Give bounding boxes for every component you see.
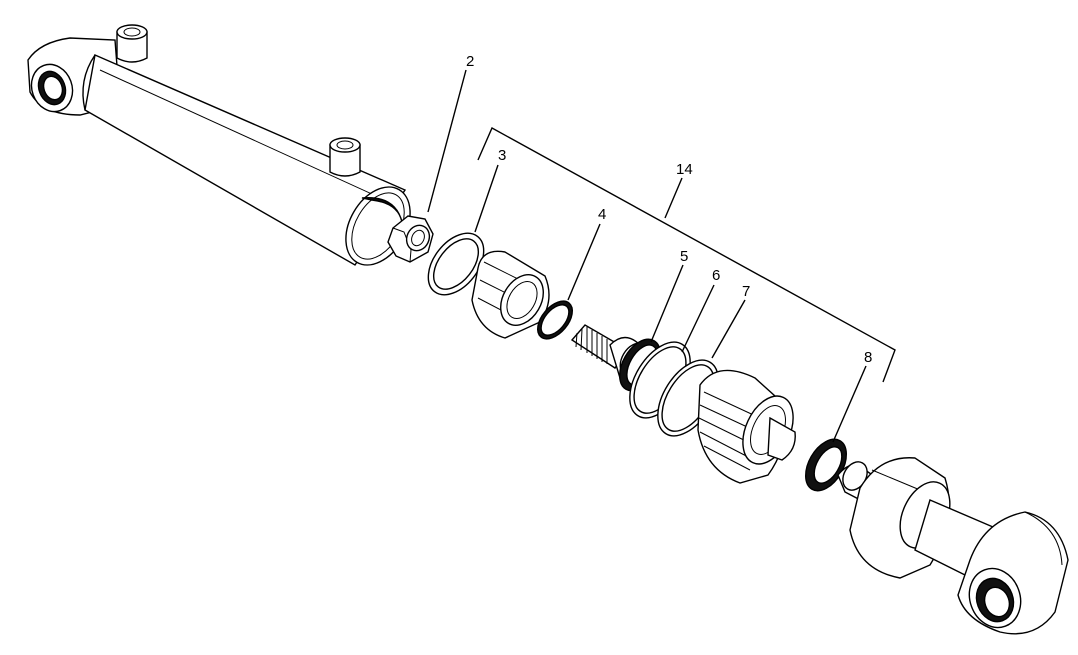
part-2-nut (387, 215, 434, 263)
callout-3: 3 (498, 147, 506, 164)
callout-5: 5 (680, 248, 688, 265)
front-port (329, 137, 361, 177)
callout-6: 6 (712, 267, 720, 284)
piston (697, 369, 796, 484)
part-8-seal (804, 438, 848, 492)
leader-lines (427, 69, 867, 443)
piston-guide (471, 250, 550, 339)
cylinder-barrel (27, 24, 411, 266)
callout-2: 2 (466, 53, 474, 70)
callout-14: 14 (676, 161, 693, 178)
part-4-oring (537, 300, 573, 340)
part-3-ring (427, 232, 485, 296)
callout-7: 7 (742, 283, 750, 300)
callout-4: 4 (598, 206, 606, 223)
piston-rod (837, 457, 1069, 635)
callout-8: 8 (864, 349, 872, 366)
kit-bracket (477, 127, 896, 383)
rear-port (116, 24, 148, 63)
